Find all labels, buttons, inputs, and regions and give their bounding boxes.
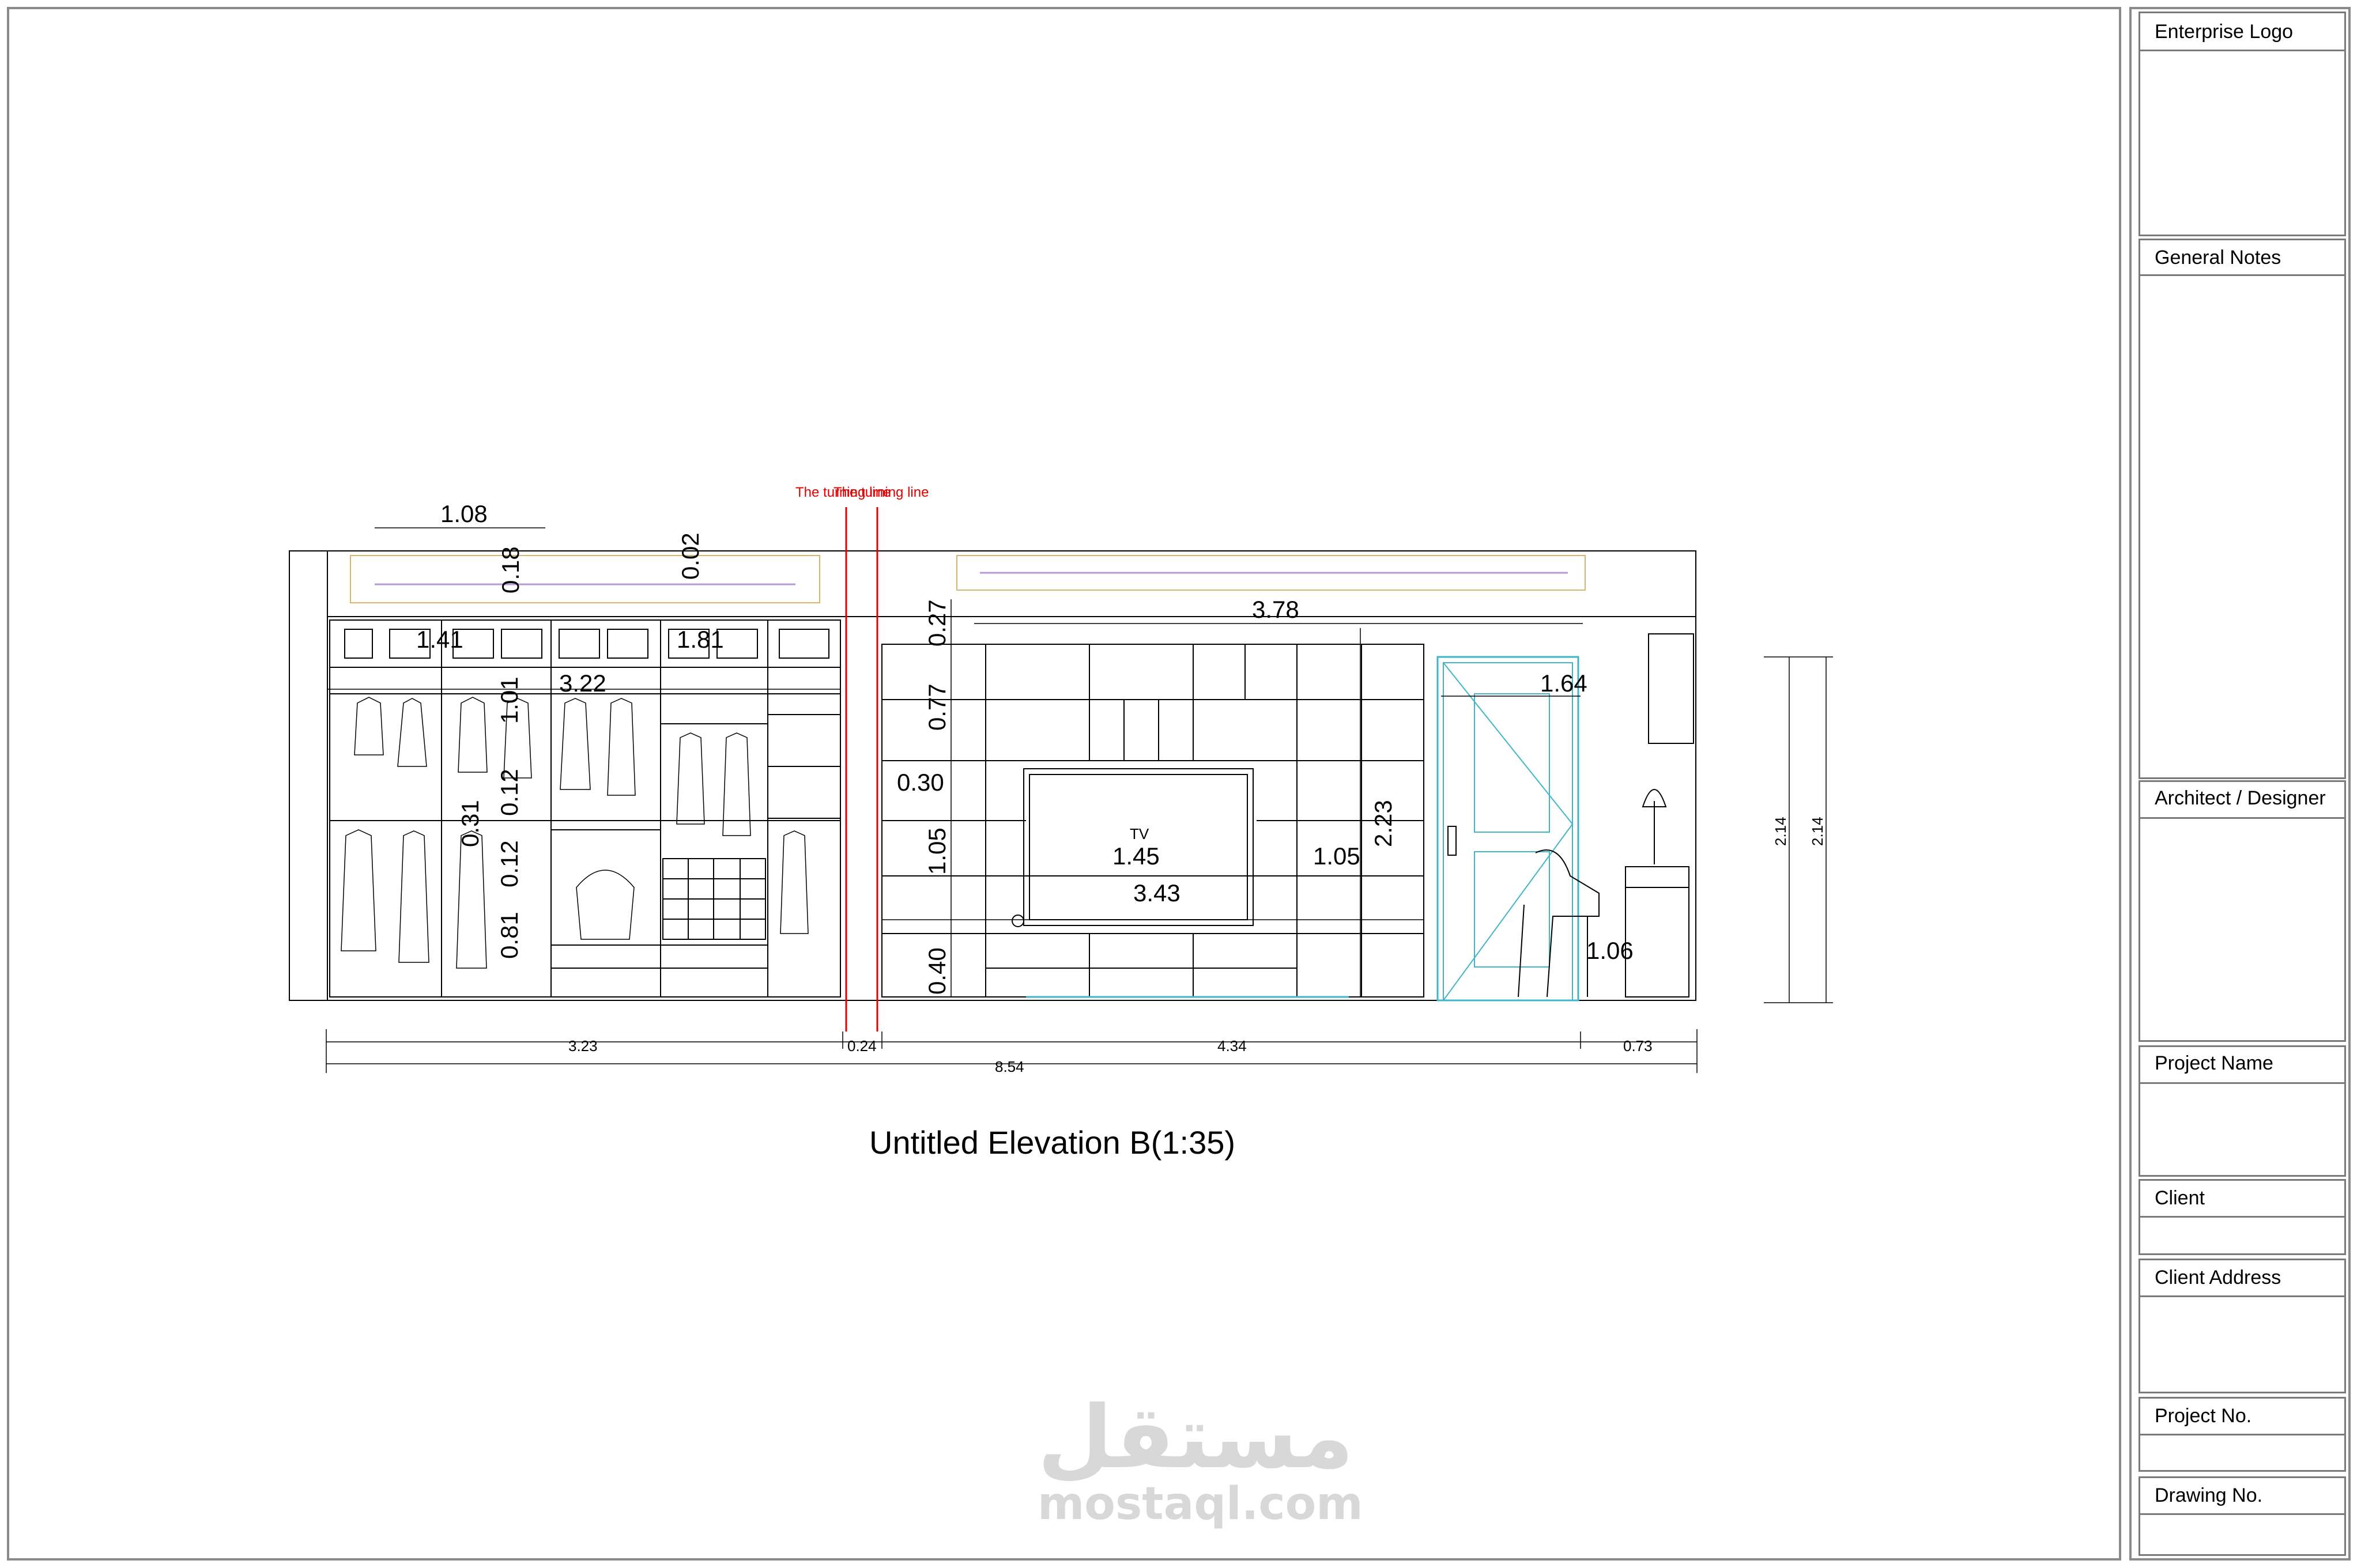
tb-divider [2140, 274, 2344, 276]
tb-cell-project-no [2139, 1397, 2346, 1472]
drawer [716, 629, 758, 659]
tb-label-general-notes: General Notes [2155, 247, 2281, 269]
dim-text: 4.34 [1217, 1037, 1247, 1055]
side-table [1625, 866, 1689, 998]
dim-text: 1.81 [677, 626, 724, 653]
hanging-clothes [341, 697, 809, 969]
wardrobe-frame [329, 619, 841, 998]
tb-label-enterprise-logo: Enterprise Logo [2155, 21, 2294, 43]
turning-line-label-2: The turning line [833, 485, 929, 500]
dim-text: 1.06 [1586, 937, 1634, 964]
dim-text: 0.31 [457, 800, 484, 847]
dim-text: 1.08 [440, 500, 488, 527]
shoe-cubbies [662, 858, 766, 940]
drawer [344, 629, 373, 659]
tb-divider [2140, 1295, 2344, 1297]
wall-cabinet [1648, 633, 1694, 744]
watermark: مستقل mostaql.com [1038, 1388, 1363, 1530]
dim-text: 1.01 [496, 677, 523, 724]
tb-label-client: Client [2155, 1187, 2205, 1209]
turning-line-label-1: The turning line [795, 485, 891, 500]
door [1436, 656, 1579, 1002]
tb-label-architect: Architect / Designer [2155, 787, 2326, 809]
title-block-border [2129, 7, 2351, 1561]
tb-divider [2140, 1513, 2344, 1515]
tb-cell-logo [2139, 12, 2346, 236]
dim-text: 2.23 [1370, 800, 1397, 847]
tb-cell-architect [2139, 780, 2346, 1042]
elevation-drawing: The turning line The turning line TV 1.0… [289, 485, 1833, 1075]
tb-label-project-no: Project No. [2155, 1405, 2252, 1427]
tv-screen [1023, 768, 1254, 926]
tb-divider [2140, 1434, 2344, 1435]
tb-cell-client [2139, 1179, 2346, 1255]
dim-text: 8.54 [995, 1058, 1024, 1075]
drawer [559, 629, 600, 659]
dim-text: 0.24 [847, 1037, 877, 1055]
sheet-border [7, 7, 2121, 1561]
dim-text: 1.45 [1112, 842, 1160, 870]
dim-text: 3.22 [559, 670, 606, 697]
door-handle [1447, 826, 1457, 856]
dim-text: 0.02 [677, 532, 704, 580]
dim-text: 0.30 [897, 769, 944, 796]
dim-text: 3.23 [568, 1037, 598, 1055]
tb-cell-notes [2139, 239, 2346, 779]
drawer [501, 629, 542, 659]
chair [1518, 849, 1600, 998]
tb-label-drawing-no: Drawing No. [2155, 1484, 2263, 1506]
tb-divider [2140, 50, 2344, 51]
dim-text: 0.27 [923, 599, 951, 647]
tb-cell-project-name [2139, 1045, 2346, 1177]
speaker [1012, 915, 1024, 927]
drawer [389, 629, 431, 659]
watermark-latin: mostaql.com [1038, 1478, 1363, 1530]
drawer [668, 629, 710, 659]
tb-label-client-address: Client Address [2155, 1267, 2281, 1289]
dim-text: 1.64 [1540, 670, 1587, 697]
dim-text: 0.77 [923, 683, 951, 731]
watermark-arabic: مستقل [1038, 1388, 1354, 1488]
desk-lamp [1642, 789, 1667, 864]
drawer [607, 629, 648, 659]
tb-cell-drawing-no [2139, 1476, 2346, 1556]
dim-text: 0.73 [1623, 1037, 1653, 1055]
tb-label-project-name: Project Name [2155, 1052, 2273, 1074]
dim-text: 1.05 [1313, 842, 1360, 870]
dim-text: 2.14 [1809, 817, 1826, 846]
dim-text: 0.12 [496, 840, 523, 887]
tb-divider [2140, 817, 2344, 819]
ceiling-recess-right [956, 555, 1586, 591]
tb-divider [2140, 1216, 2344, 1218]
tv-label: TV [1130, 825, 1149, 842]
ceiling-recess-left [350, 555, 820, 603]
drawer [779, 629, 829, 659]
dim-text: 1.05 [923, 828, 951, 875]
drawer [452, 629, 494, 659]
dim-text: 0.40 [923, 947, 951, 995]
tb-cell-client-address [2139, 1259, 2346, 1393]
dim-text: 3.43 [1133, 879, 1180, 906]
tb-divider [2140, 1082, 2344, 1084]
dim-text: 1.41 [416, 626, 463, 653]
dim-text: 0.18 [497, 546, 524, 594]
dim-text: 3.78 [1252, 596, 1299, 623]
dim-text: 0.12 [496, 769, 523, 816]
dim-text: 2.14 [1772, 817, 1789, 846]
dim-text: 0.81 [496, 912, 523, 959]
elevation-title: Untitled Elevation B(1:35) [869, 1124, 1236, 1161]
